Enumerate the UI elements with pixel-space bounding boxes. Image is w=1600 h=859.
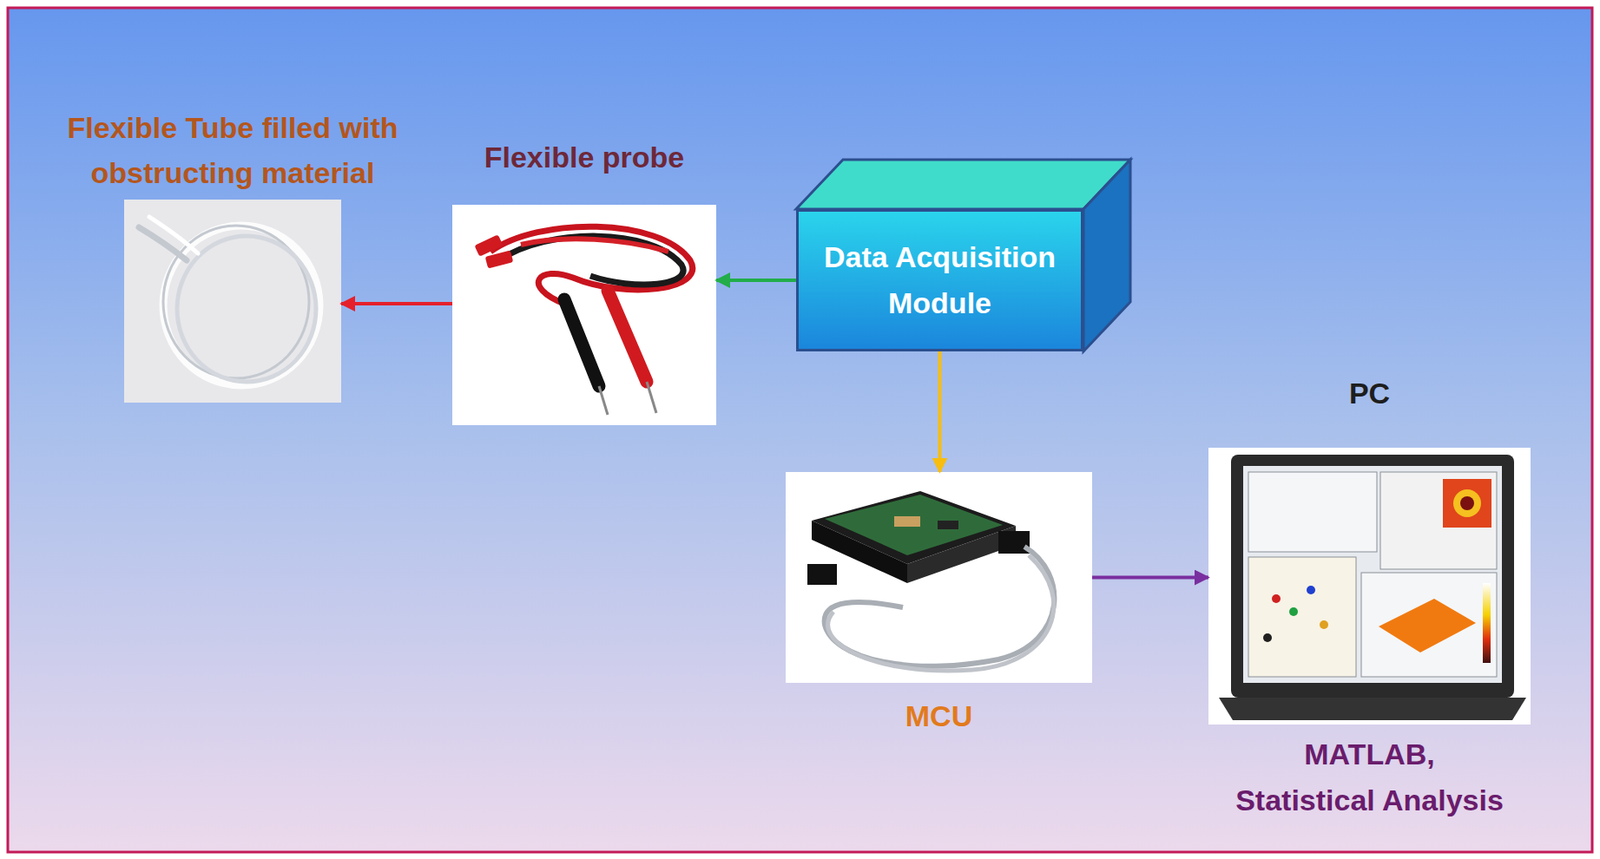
tube-photo-node: Flexible Tube filled with obstructing ma… <box>124 199 342 403</box>
frame-panel <box>7 7 1593 853</box>
screen-image <box>1442 479 1492 528</box>
tube-end <box>149 217 198 254</box>
screen-dot <box>1263 633 1272 643</box>
probe-lead <box>520 238 669 252</box>
screen-colorbar <box>1482 583 1491 664</box>
probe-lead <box>499 236 684 285</box>
screen-surface <box>1378 599 1476 653</box>
screen-dot <box>1271 594 1281 604</box>
flow-arrow <box>1092 576 1209 580</box>
probe-plug <box>485 250 514 269</box>
mcu-connector <box>807 564 837 586</box>
node-heading: Flexible Tube filled with obstructing ma… <box>41 105 424 197</box>
tube-coil <box>177 236 317 382</box>
laptop-bezel <box>1231 454 1515 698</box>
mcu-board <box>824 494 1003 556</box>
pc-photo-node: PCMATLAB, Statistical Analysis <box>1208 447 1531 725</box>
pc-photo <box>1208 447 1531 725</box>
photo-ground <box>452 204 717 426</box>
module-box: Data Acquisition Module <box>796 209 1084 352</box>
module-top-face <box>796 159 1131 210</box>
module-3d-faces <box>796 159 1131 352</box>
flow-arrow <box>716 278 797 283</box>
mcu-photo <box>785 472 1093 684</box>
mcu-cable <box>824 546 1055 667</box>
mcu-photo-node: MCU <box>785 472 1093 684</box>
screen-window <box>1248 472 1377 553</box>
laptop-base <box>1218 697 1527 721</box>
photo-ground <box>785 472 1093 684</box>
screen-image <box>1460 496 1475 511</box>
screen-window <box>1380 472 1497 570</box>
tube-coil <box>163 225 320 386</box>
flow-arrow <box>938 351 942 473</box>
flow-arrow <box>341 302 453 306</box>
tube-end <box>138 227 187 261</box>
mcu-chip <box>937 520 959 530</box>
probe-tip <box>599 386 608 415</box>
screen-window <box>1248 557 1357 678</box>
tube-photo <box>124 199 342 403</box>
mcu-connector <box>998 531 1030 554</box>
node-caption: MATLAB, Statistical Analysis <box>1231 731 1509 824</box>
photo-ground <box>124 199 342 403</box>
probe-tip <box>646 381 657 414</box>
screen-image <box>1453 489 1482 518</box>
module-side-face <box>1083 159 1131 352</box>
node-heading: Flexible probe <box>427 134 741 181</box>
screen-dot <box>1319 620 1329 630</box>
mcu-chip <box>894 516 921 527</box>
probe-handle <box>564 299 600 387</box>
probe-photo-node: Flexible probe <box>452 204 717 426</box>
screen-window <box>1361 572 1497 678</box>
screen-dot <box>1306 586 1316 595</box>
probe-handle <box>607 290 647 382</box>
probe-lead <box>490 226 693 304</box>
node-heading: PC <box>1283 370 1457 417</box>
module-label: Data Acquisition Module <box>823 234 1058 326</box>
probe-photo <box>452 204 717 426</box>
mcu-cable <box>828 555 1054 672</box>
screen-dot <box>1289 607 1298 617</box>
node-caption: MCU <box>809 693 1070 740</box>
photo-ground <box>1208 447 1531 725</box>
laptop-screen <box>1243 466 1502 684</box>
